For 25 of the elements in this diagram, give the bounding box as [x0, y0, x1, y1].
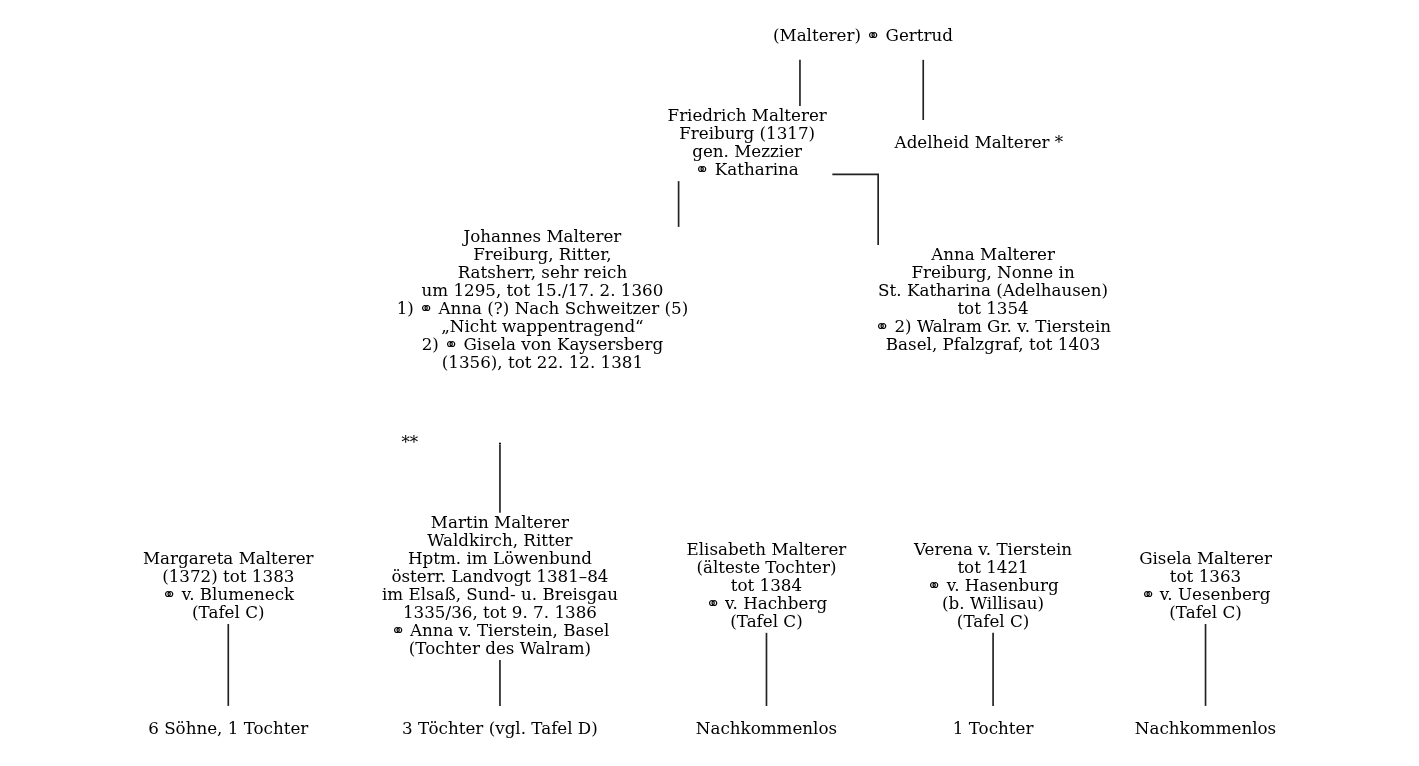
connector [765, 632, 768, 707]
node-text: Anna Malterer Freiburg, Nonne in St. Katharina (Adelhausen) tot 1354 ⚭ 2) Walram Gr. v. Tierstein Basel, Pfalzgraf, tot 1403 [875, 243, 1112, 355]
node-text: 1 Tochter [952, 717, 1034, 738]
connector [677, 180, 680, 228]
node-text: Elisabeth Malterer (älteste Tochter) tot 1384 ⚭ v. Hachberg (Tafel C) [686, 538, 847, 631]
connector [1204, 623, 1207, 707]
node-text: (Malterer) ⚭ Gertrud [773, 25, 954, 46]
connector [922, 59, 925, 121]
node-text: 6 Söhne, 1 Tochter [148, 717, 309, 738]
node-text: Nachkommenlos [1134, 717, 1277, 738]
node-text: Martin Malterer Waldkirch, Ritter Hptm. im Löwenbund österr. Landvogt 1381–84 im Elsaß, Sund- u. Breisgau 1335/36, tot 9. 7. 1386 ⚭ Anna v. Tierstein, Basel (Tochter des Walram) [381, 511, 618, 658]
connector [799, 59, 801, 107]
node-text: Margareta Malterer (1372) tot 1383 ⚭ v. Blumeneck (Tafel C) [143, 547, 314, 622]
node-text: 3 Töchter (vgl. Tafel D) [402, 717, 598, 738]
node-text: Adelheid Malterer * [894, 131, 1064, 152]
connector [831, 173, 879, 246]
node-text: Verena v. Tierstein tot 1421 ⚭ v. Hasenburg (b. Willisau) (Tafel C) [914, 538, 1073, 631]
connector [992, 632, 994, 707]
node-text: Friedrich Malterer Freiburg (1317) gen. Mezzier ⚭ Katharina [667, 104, 827, 179]
connector [227, 623, 230, 707]
node-text: Nachkommenlos [695, 717, 838, 738]
node-text: Johannes Malterer Freiburg, Ritter, Ratsherr, sehr reich um 1295, tot 15./17. 2. 1360 1) ⚭ Anna (?) Nach Schweitzer (5) „Nicht wappentragend“ 2) ⚭ Gisela von Kaysersberg (1356), tot 22. 12. 1381 [396, 225, 689, 373]
node-text: Gisela Malterer tot 1363 ⚭ v. Uesenberg (Tafel C) [1139, 547, 1272, 622]
connector [499, 659, 501, 707]
label: ** [401, 431, 419, 452]
